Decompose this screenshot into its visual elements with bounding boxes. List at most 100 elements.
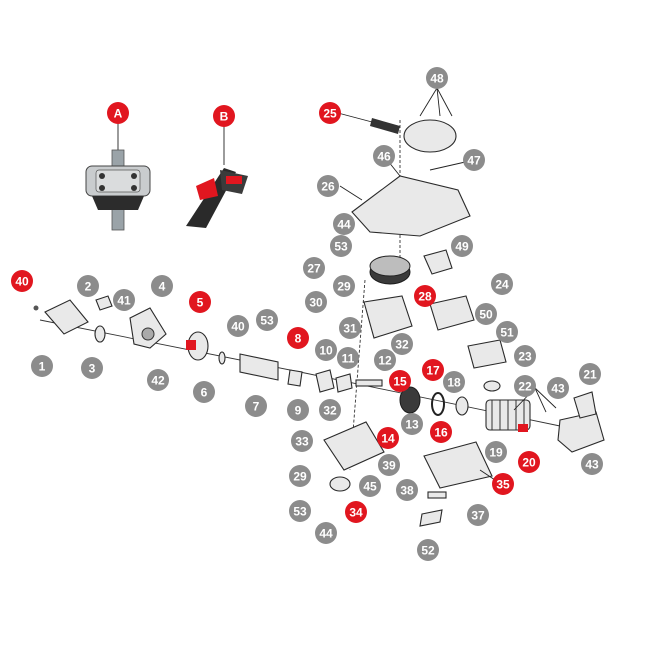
gray-callout-43: 43 bbox=[581, 453, 603, 475]
gray-callout-23: 23 bbox=[514, 345, 536, 367]
gray-callout-37: 37 bbox=[467, 504, 489, 526]
fan-cover-part bbox=[351, 175, 471, 237]
callout-number: 12 bbox=[378, 354, 392, 368]
gray-callout-47: 47 bbox=[463, 149, 485, 171]
callout-number: 29 bbox=[337, 280, 351, 294]
gray-callout-53: 53 bbox=[256, 309, 278, 331]
red-callout-14: 14 bbox=[377, 427, 399, 449]
callout-badge-circle bbox=[303, 257, 325, 279]
callout-number: 35 bbox=[496, 478, 510, 492]
gray-callout-9: 9 bbox=[287, 399, 309, 421]
gray-callout-6: 6 bbox=[193, 381, 215, 403]
callout-badge-circle bbox=[401, 413, 423, 435]
bracket-part bbox=[427, 491, 447, 499]
callout-number: 15 bbox=[393, 375, 407, 389]
red-callout-15: 15 bbox=[389, 370, 411, 392]
callout-badge-circle bbox=[443, 371, 465, 393]
gray-callout-40: 40 bbox=[227, 315, 249, 337]
gray-callout-7: 7 bbox=[245, 395, 267, 417]
callout-number: 46 bbox=[377, 150, 391, 164]
callout-badge-circle bbox=[291, 430, 313, 452]
callout-number: 39 bbox=[382, 459, 396, 473]
gray-callout-18: 18 bbox=[443, 371, 465, 393]
callout-badge-circle bbox=[151, 275, 173, 297]
gray-callout-43: 43 bbox=[547, 377, 569, 399]
pump-part bbox=[329, 476, 351, 492]
recoil-starter-part bbox=[403, 119, 457, 153]
gray-callout-49: 49 bbox=[451, 235, 473, 257]
callout-badge-circle bbox=[339, 317, 361, 339]
callout-badge-circle bbox=[451, 235, 473, 257]
gray-callout-32: 32 bbox=[391, 333, 413, 355]
callout-badge-circle bbox=[581, 453, 603, 475]
callout-number: 7 bbox=[253, 400, 260, 414]
washer-part bbox=[218, 351, 226, 365]
gray-callout-3: 3 bbox=[81, 357, 103, 379]
flange2-part bbox=[335, 373, 353, 393]
callout-number: 8 bbox=[295, 332, 302, 346]
callout-badge-circle bbox=[475, 303, 497, 325]
callout-number: 44 bbox=[319, 527, 333, 541]
plate-part bbox=[95, 295, 113, 311]
callout-number: 33 bbox=[295, 435, 309, 449]
callout-badge-circle bbox=[378, 454, 400, 476]
muffler-cover-part bbox=[467, 339, 507, 369]
callout-badge-circle bbox=[256, 309, 278, 331]
callout-number: 40 bbox=[231, 320, 245, 334]
callout-badge-circle bbox=[287, 327, 309, 349]
callout-number: 43 bbox=[585, 458, 599, 472]
callout-badge-circle bbox=[305, 291, 327, 313]
callout-badge-circle bbox=[345, 501, 367, 523]
callout-badge-circle bbox=[11, 270, 33, 292]
callout-number: 47 bbox=[467, 154, 481, 168]
callout-number: 52 bbox=[421, 544, 435, 558]
gray-callout-41: 41 bbox=[113, 289, 135, 311]
callout-number: 1 bbox=[39, 360, 46, 374]
red-callout-17: 17 bbox=[422, 359, 444, 381]
callout-number: 25 bbox=[323, 107, 337, 121]
callout-badge-circle bbox=[374, 349, 396, 371]
gray-callout-46: 46 bbox=[373, 145, 395, 167]
callout-badge-circle bbox=[518, 451, 540, 473]
callout-number: B bbox=[220, 110, 229, 124]
gray-callout-29: 29 bbox=[333, 275, 355, 297]
shaft-tube-part bbox=[239, 353, 279, 381]
callout-number: 27 bbox=[307, 262, 321, 276]
gray-callout-21: 21 bbox=[579, 363, 601, 385]
callout-badge-circle bbox=[514, 375, 536, 397]
gray-callout-2: 2 bbox=[77, 275, 99, 297]
callout-badge-circle bbox=[514, 345, 536, 367]
callout-badge-circle bbox=[467, 504, 489, 526]
callout-badge-circle bbox=[547, 377, 569, 399]
gray-callout-53: 53 bbox=[289, 500, 311, 522]
gray-callout-44: 44 bbox=[333, 213, 355, 235]
callout-badge-circle bbox=[337, 347, 359, 369]
parts-layer bbox=[33, 118, 605, 527]
callout-number: 41 bbox=[117, 294, 131, 308]
callout-badge-circle bbox=[315, 522, 337, 544]
callout-badge-circle bbox=[330, 235, 352, 257]
callout-number: 28 bbox=[418, 290, 432, 304]
callout-number: 2 bbox=[85, 280, 92, 294]
callout-number: 16 bbox=[434, 426, 448, 440]
callout-badge-circle bbox=[213, 105, 235, 127]
callout-number: 30 bbox=[309, 296, 323, 310]
callout-badge-circle bbox=[113, 289, 135, 311]
callout-badge-circle bbox=[422, 359, 444, 381]
ignition-coil-part bbox=[423, 249, 453, 275]
callout-number: 14 bbox=[381, 432, 395, 446]
callout-badge-circle bbox=[193, 381, 215, 403]
callout-badge-circle bbox=[227, 315, 249, 337]
gray-callout-27: 27 bbox=[303, 257, 325, 279]
callout-badge-circle bbox=[414, 285, 436, 307]
gray-callout-12: 12 bbox=[374, 349, 396, 371]
callout-badge-circle bbox=[579, 363, 601, 385]
gray-callout-1: 1 bbox=[31, 355, 53, 377]
callout-number: 24 bbox=[495, 278, 509, 292]
callout-badge-circle bbox=[491, 273, 513, 295]
callout-number: 20 bbox=[522, 456, 536, 470]
callout-number: A bbox=[114, 107, 123, 121]
callout-number: 11 bbox=[342, 352, 355, 366]
